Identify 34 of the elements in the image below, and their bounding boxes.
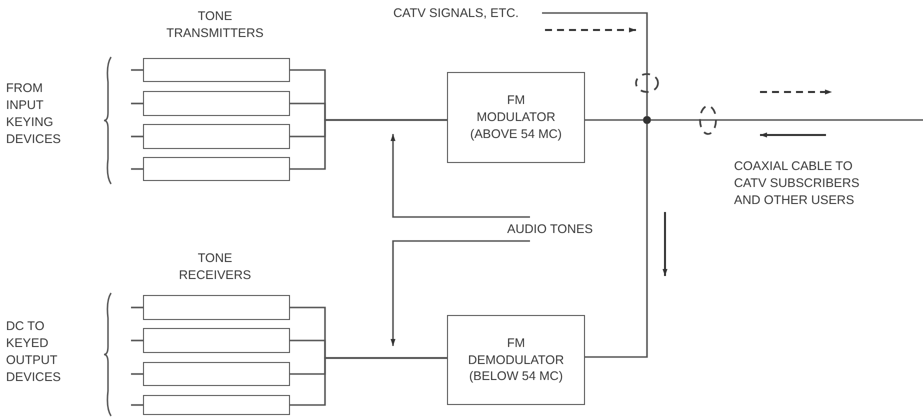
annotation-label: TONE TRANSMITTERS <box>165 8 265 42</box>
signal-line <box>131 69 143 71</box>
arrow <box>390 134 530 218</box>
signal-line <box>131 102 143 104</box>
junction-dot <box>643 116 651 124</box>
annotation-label: TONE RECEIVERS <box>178 250 252 284</box>
annotation-label: COAXIAL CABLE TO CATV SUBSCRIBERS AND OTHER USERS <box>734 158 860 209</box>
annotation-label: FROM INPUT KEYING DEVICES <box>6 80 62 148</box>
signal-line <box>290 119 447 170</box>
channel-box <box>143 124 290 149</box>
signal-line <box>131 404 143 406</box>
signal-line <box>542 12 648 116</box>
signal-line <box>131 340 143 342</box>
process-box: FM MODULATOR (ABOVE 54 MC) <box>447 72 585 163</box>
signal-line <box>585 124 648 358</box>
signal-line <box>651 119 923 121</box>
signal-line <box>131 136 143 138</box>
channel-box <box>143 362 290 386</box>
channel-box <box>143 157 290 181</box>
signal-label: CATV SIGNALS, ETC. <box>370 5 542 22</box>
channel-box <box>143 328 290 353</box>
signal-line <box>131 306 143 308</box>
channel-box <box>143 58 290 82</box>
annotation-label: DC TO KEYED OUTPUT DEVICES <box>6 318 62 386</box>
signal-line <box>585 119 643 121</box>
channel-box <box>143 295 290 320</box>
arrow <box>390 240 530 346</box>
channel-box <box>143 395 290 415</box>
signal-line <box>290 357 447 406</box>
signal-line <box>131 373 143 375</box>
signal-label: AUDIO TONES <box>493 217 607 241</box>
process-box: FM DEMODULATOR (BELOW 54 MC) <box>447 315 585 405</box>
signal-line <box>131 168 143 170</box>
channel-box <box>143 91 290 116</box>
